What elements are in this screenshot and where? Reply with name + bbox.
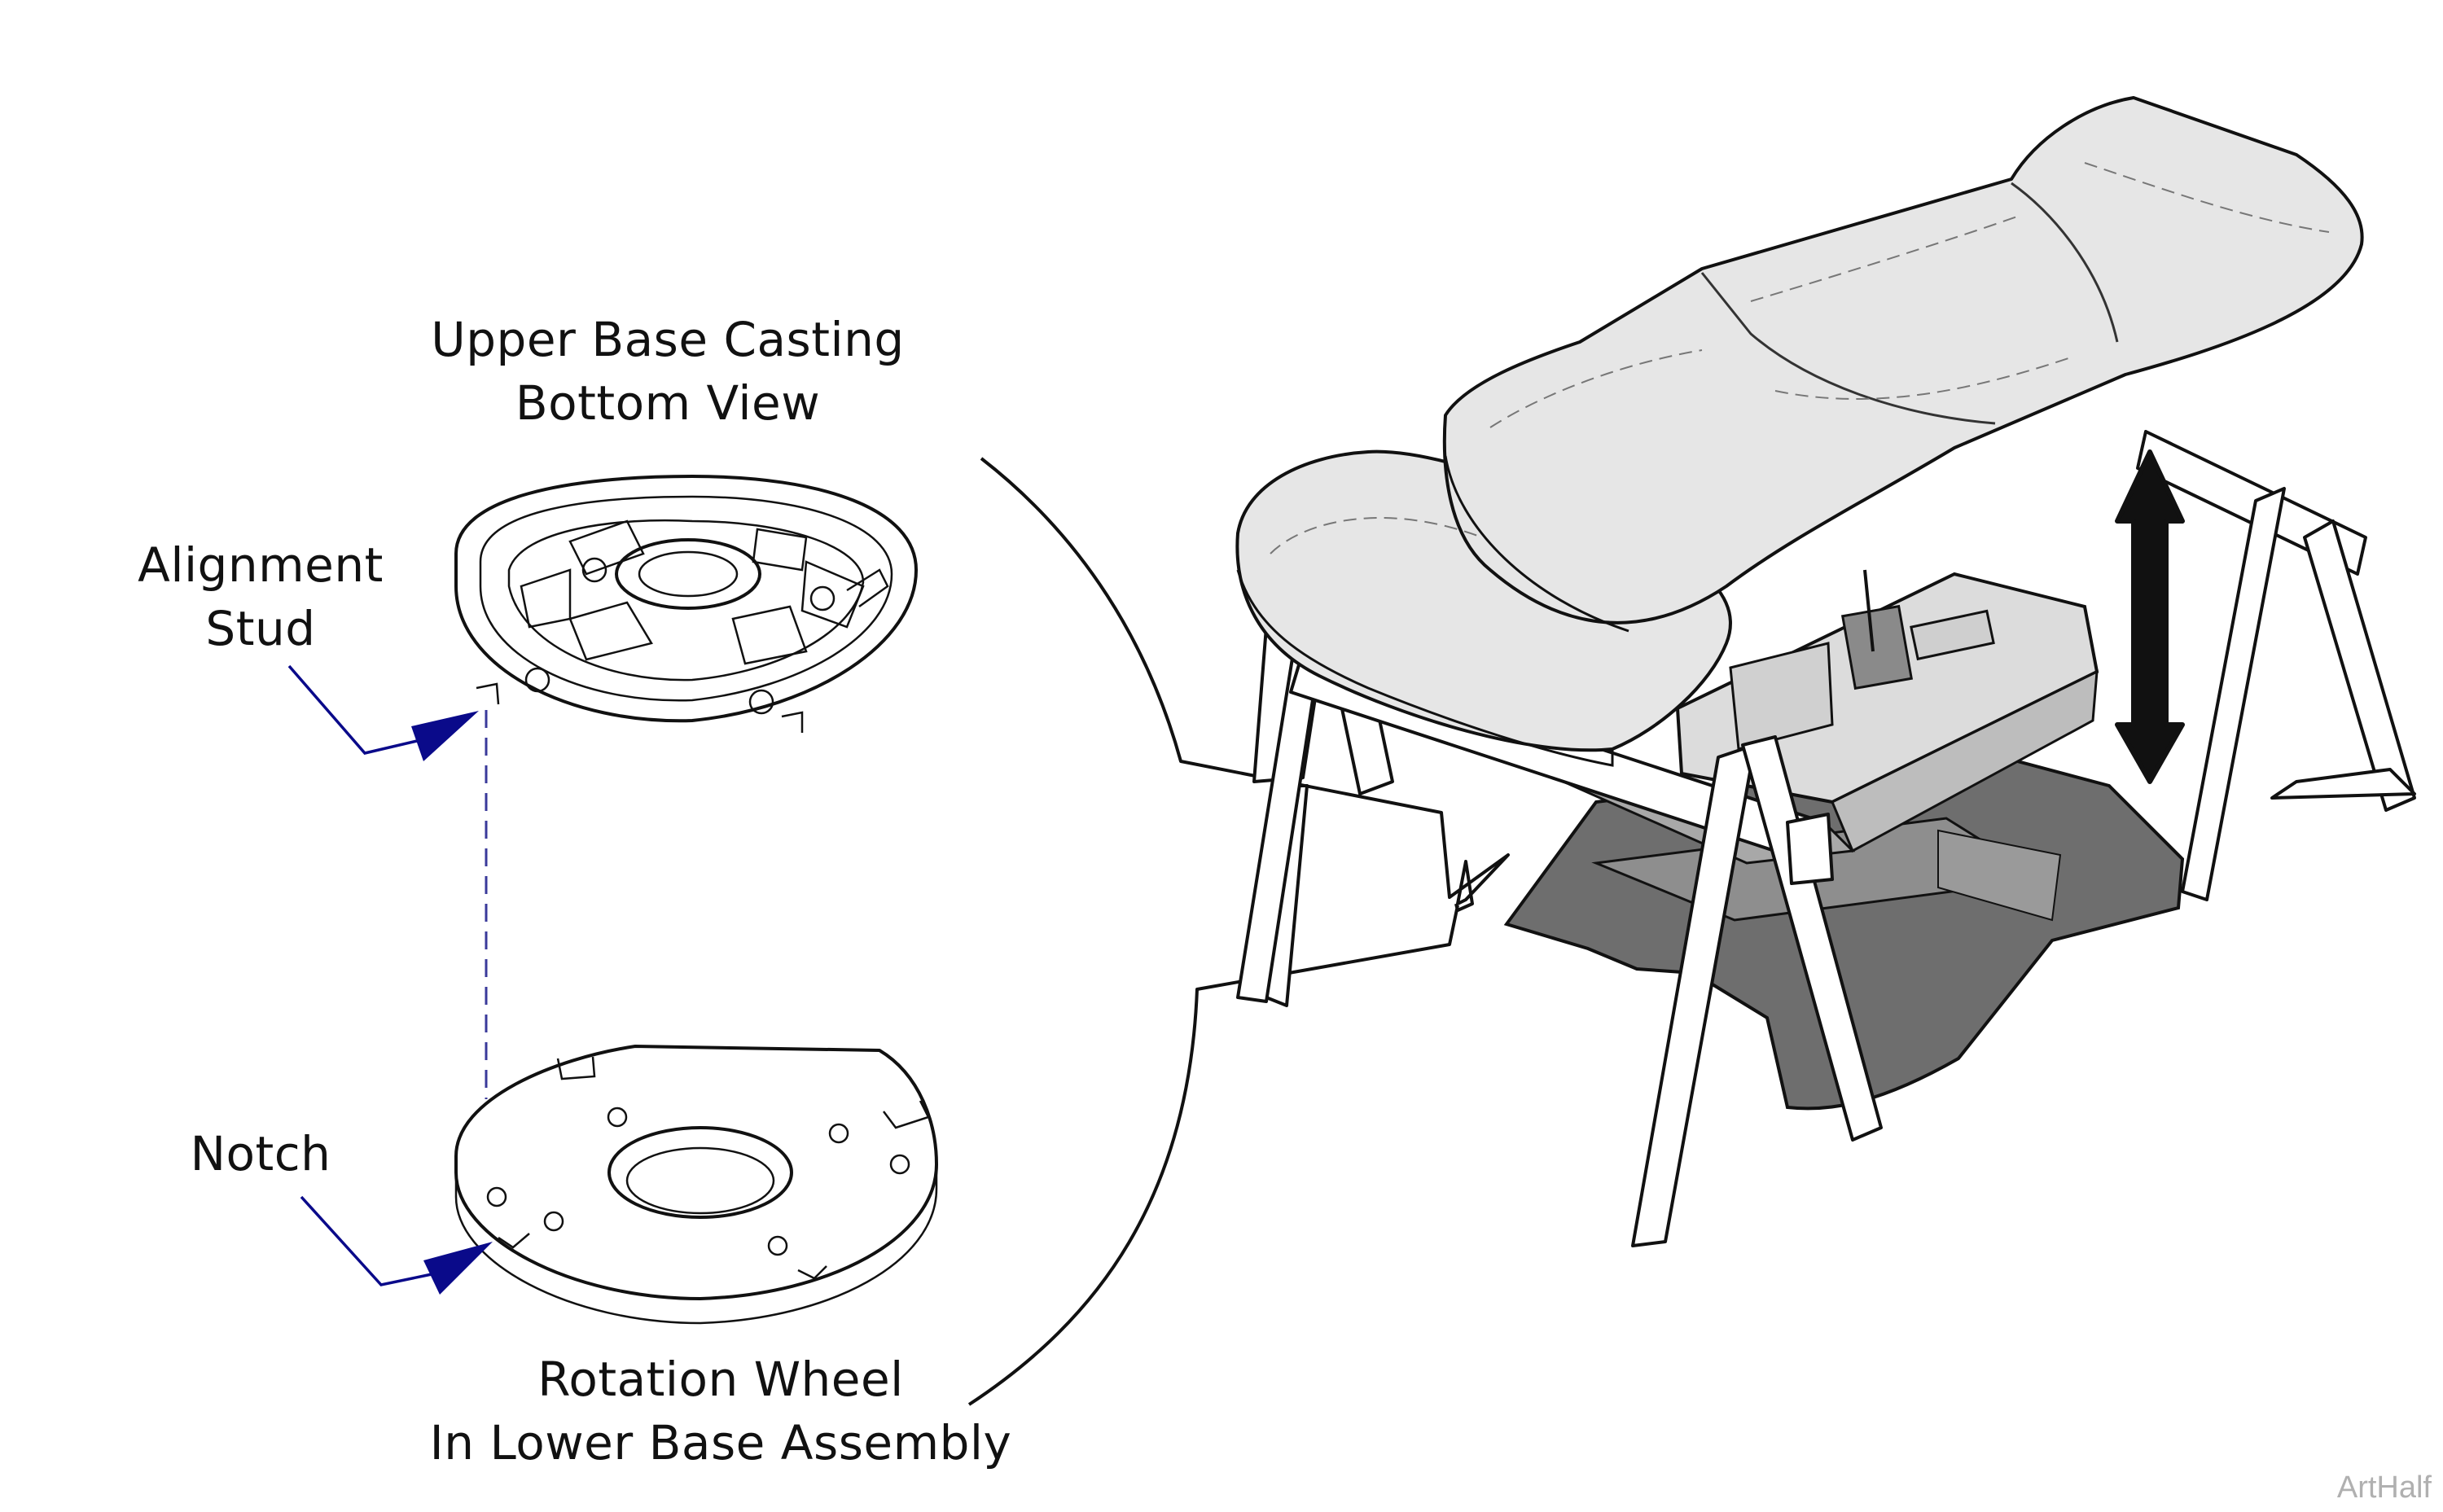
height-adjust-arrow-icon bbox=[2115, 449, 2185, 784]
alignment-stud-line2: Stud bbox=[205, 601, 316, 656]
alignment-stud-line1: Alignment bbox=[138, 537, 384, 593]
zoom-callout-outline bbox=[967, 457, 1510, 1406]
alignment-stud-label: Alignment Stud bbox=[130, 533, 391, 660]
alignment-stud-pointer bbox=[287, 664, 479, 761]
exam-table-assembly bbox=[1235, 96, 2416, 1247]
rotation-wheel-line1: Rotation Wheel bbox=[537, 1352, 904, 1407]
upper-base-title-line2: Bottom View bbox=[515, 375, 821, 431]
notch-pointer bbox=[300, 1195, 493, 1295]
upper-base-title: Upper Base Casting Bottom View bbox=[423, 308, 912, 435]
rotation-wheel-label: Rotation Wheel In Lower Base Assembly bbox=[411, 1348, 1030, 1475]
rotation-wheel-line2: In Lower Base Assembly bbox=[429, 1415, 1012, 1470]
notch-line1: Notch bbox=[190, 1126, 331, 1181]
upper-base-casting bbox=[454, 475, 918, 733]
upper-base-title-line1: Upper Base Casting bbox=[431, 312, 905, 367]
notch-label: Notch bbox=[163, 1122, 358, 1185]
watermark: ArtHalf bbox=[2336, 1470, 2432, 1505]
rotation-wheel bbox=[454, 1045, 938, 1325]
